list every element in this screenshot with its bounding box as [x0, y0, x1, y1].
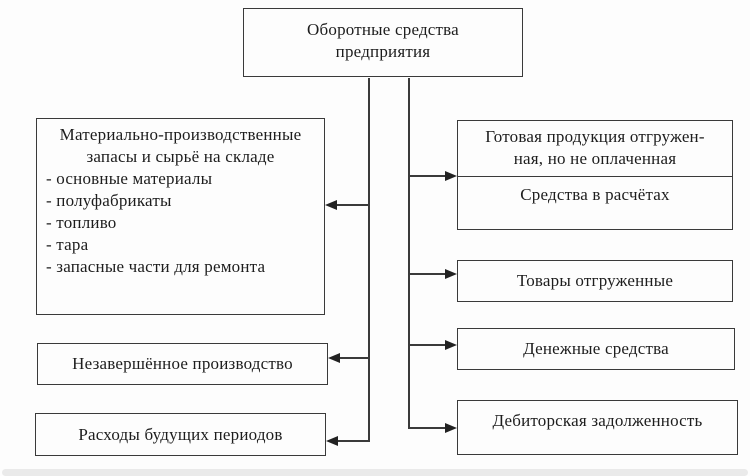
shipped-goods-line-1: Готовая продукция отгружен- [485, 127, 705, 146]
title-line-2: предприятия [335, 42, 431, 61]
settlements-section: Средства в расчётах [458, 177, 732, 206]
receivables-label: Дебиторская задолженность [492, 411, 703, 430]
inventory-item: - основные материалы [46, 169, 213, 188]
deferred-expenses-label: Расходы будущих периодов [78, 424, 283, 444]
connector-branch-receivables [409, 427, 446, 429]
work-in-progress-label: Незавершённое производство [72, 354, 293, 373]
arrowhead-shipped-icon [445, 171, 457, 181]
settlements-label: Средства в расчётах [520, 185, 670, 204]
connector-branch-wip [339, 357, 369, 359]
inventory-item: - полуфабрикаты [46, 191, 172, 210]
connector-branch-deferred [337, 440, 369, 442]
title-box: Оборотные средства предприятия [243, 8, 523, 77]
inventory-item: - запасные части для ремонта [46, 257, 266, 276]
arrowhead-wip-icon [328, 353, 340, 363]
inventory-heading-line-2: запасы и сырьё на складе [86, 147, 275, 166]
deferred-expenses-box: Расходы будущих периодов [35, 413, 326, 456]
connector-branch-inventory [336, 204, 369, 206]
arrowhead-inventory-icon [325, 200, 337, 210]
connector-branch-cash [409, 344, 446, 346]
shipped-goods-box: Готовая продукция отгружен- ная, но не о… [457, 120, 733, 230]
arrowhead-goods-icon [445, 269, 457, 279]
goods-shipped-box: Товары отгруженные [457, 260, 733, 302]
connector-branch-goods [409, 273, 446, 275]
work-in-progress-box: Незавершённое производство [37, 343, 328, 385]
inventory-item: - тара [46, 235, 89, 254]
inventory-item-list: - основные материалы - полуфабрикаты - т… [45, 168, 316, 278]
page-bottom-edge [2, 469, 748, 476]
arrowhead-receivables-icon [445, 423, 457, 433]
title-line-1: Оборотные средства [307, 20, 459, 39]
shipped-goods-line-2: ная, но не оплаченная [513, 149, 677, 168]
inventory-box: Материально-производственные запасы и сы… [36, 118, 325, 315]
shipped-goods-upper-section: Готовая продукция отгружен- ная, но не о… [458, 121, 732, 177]
cash-box: Денежные средства [457, 328, 735, 370]
connector-right-trunk [408, 78, 410, 429]
connector-branch-shipped [409, 175, 446, 177]
inventory-item: - топливо [46, 213, 117, 232]
arrowhead-cash-icon [445, 340, 457, 350]
receivables-box: Дебиторская задолженность [457, 400, 738, 455]
goods-shipped-label: Товары отгруженные [516, 271, 674, 290]
connector-left-trunk [368, 78, 370, 442]
cash-label: Денежные средства [523, 339, 669, 358]
inventory-heading-line-1: Материально-производственные [59, 125, 302, 144]
arrowhead-deferred-icon [326, 436, 338, 446]
